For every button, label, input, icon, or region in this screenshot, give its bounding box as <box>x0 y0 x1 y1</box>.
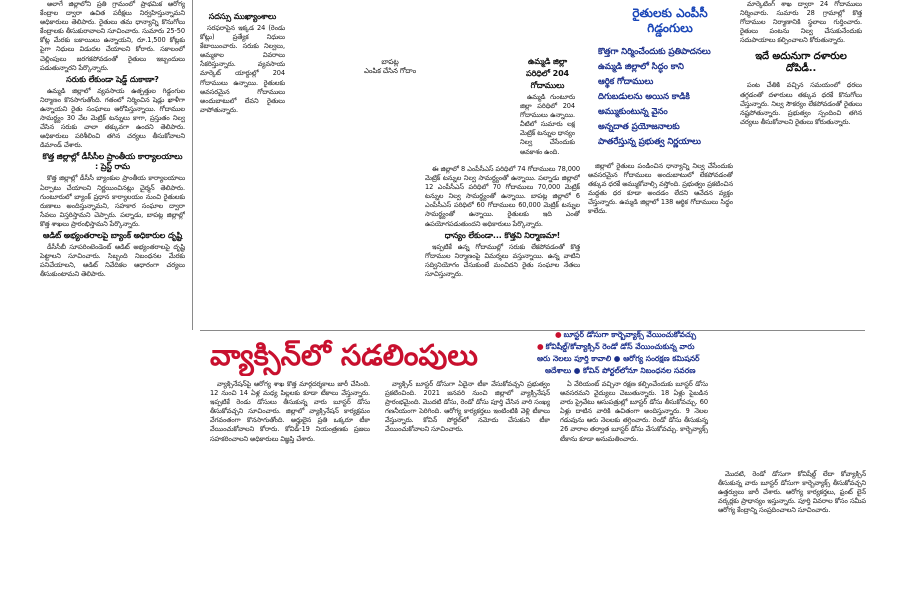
article-subheading: ఆడిట్ అభ్యంతరాలపై బ్యాంక్ అధికారుల దృష్ట… <box>42 230 183 240</box>
teaser-line: దిగుబడులను అయిన కాడికి <box>598 92 690 102</box>
article-text: ఇప్పటికే ఉన్న గోదాముల్లో సరుకు లేకపోవడంత… <box>425 242 580 278</box>
article-text: వ్యాక్సినేషన్‌పై ఆరోగ్య శాఖ కొత్త మార్గద… <box>210 380 370 443</box>
article-text: సరఫరాపైన ఇక్కడ 24 (రెండు కోట్లు) ప్రత్యే… <box>200 24 285 114</box>
article-text: ఉమ్మడి గుంటూరు జిల్లా పరిధిలో 204 గోదాము… <box>520 93 575 156</box>
box-title-line: ఉమ్మడి జిల్లా <box>527 57 568 66</box>
main-headline: వ్యాక్సిన్‌లో సడలింపులు <box>210 338 478 372</box>
article-text: పంట చేతికి వచ్చిన సమయంలో ధరలు తగ్గడంతో ద… <box>740 81 862 126</box>
article-text: డీసీసీబీ సూపరింటెండెంట్ ఆడిట్ అభ్యంతరాలప… <box>40 242 185 279</box>
article-middle-right: జిల్లాలో రైతులు పండించిన ధాన్యాన్ని నిల్… <box>588 162 733 312</box>
headline-line: రైతులకు ఎంపీసీ <box>632 6 708 20</box>
headline-bullet: ఆరు నెలలు పూర్తి కావాలి ● ఆరోగ్య సంరక్షణ… <box>537 354 700 363</box>
column-rule <box>192 0 193 330</box>
vaccine-article-column-4: మొదటి, రెండో డోసుగా కోవిషీల్డ్ లేదా కోవ్… <box>718 470 866 550</box>
article-text: కొత్త జిల్లాల్లో డీసీసీ బ్యాంకుల ప్రాంతీ… <box>40 174 185 228</box>
article-middle: ఈ జిల్లాలో 8 ఎంపీసీఎస్ పరిధిలో 74 గోదాము… <box>425 165 580 315</box>
vaccine-article-column-2: వ్యాక్సిన్ బూస్టర్ డోసుగా ఏదైనా టీకా వేస… <box>385 380 550 500</box>
box-title-line: గోదాములు <box>530 81 565 90</box>
headline-bullet: ●కోవిషీల్డ్/కోవ్యాక్సిన్ రెండో డోస్ వేయి… <box>537 342 695 351</box>
headline-bullet: ●బూస్టర్ డోసుగా కార్బెవ్యాక్స్ వేయించుకో… <box>555 330 697 339</box>
headline-bullet: ఆదేశాలు ● కోవిన్ పోర్టల్‌లోనూ నిబంధనల సవ… <box>545 366 696 375</box>
caption-line: బాపట్ల <box>381 58 399 66</box>
bullet-icon: ● <box>555 330 562 339</box>
article-text: వ్యాక్సిన్ బూస్టర్ డోసుగా ఏదైనా టీకా వేస… <box>385 380 550 434</box>
article-text: జిల్లాలో రైతులు పండించిన ధాన్యాన్ని నిల్… <box>588 162 733 216</box>
article-column-1: అలాగే జిల్లాలోని ప్రతి గ్రామంలో ప్రాథమిక… <box>40 0 185 485</box>
article-column-3: ఉమ్మడి జిల్లా పరిధిలో 204 గోదాములు ఉమ్మడ… <box>520 55 575 165</box>
article-subheading: ఇదే అదునుగా దళారుల దోపిడీ.. <box>755 51 847 75</box>
article-text: ఉమ్మడి జిల్లాలో వ్యవసాయ ఉత్పత్తుల గిడ్డం… <box>40 86 185 150</box>
article-column-right: మార్కెటింగ్ శాఖ ద్వారా 24 గోదాములు నిర్మ… <box>740 0 862 330</box>
teaser-line: కొత్తగా నిర్మించేందుకు ప్రతిపాదనలు <box>598 47 711 57</box>
section-divider <box>200 330 865 331</box>
teaser-line: ఆర్థిక గోదాములు <box>598 77 654 87</box>
caption-line: ఎంపిక చేసిన గోదాం <box>363 67 417 76</box>
teaser-line: ఉమ్మడి జిల్లాలో సిద్ధం కాని <box>598 62 684 72</box>
headline-line: గిడ్డంగులు <box>647 21 693 35</box>
article-subheading: ధాన్యం లేకుండా... కొత్తవి నిర్మాణమా! <box>444 230 561 240</box>
article-text: మొదటి, రెండో డోసుగా కోవిషీల్డ్ లేదా కోవ్… <box>718 470 866 515</box>
teaser-line: అన్నదాత ప్రయోజనాలకు <box>598 122 680 132</box>
article-subheading: కొత్త జిల్లాల్లో డీసీసీల ప్రాంతీయ కార్యా… <box>42 152 183 172</box>
article-subheading: సదస్సు ముఖ్యాంశాలు <box>208 12 277 21</box>
teaser-line: పాతరేస్తున్న ప్రభుత్వ నిర్ణయాలు <box>598 137 701 147</box>
vaccine-article-column-1: వ్యాక్సినేషన్‌పై ఆరోగ్య శాఖ కొత్త మార్గద… <box>210 380 370 500</box>
right-teaser: కొత్తగా నిర్మించేందుకు ప్రతిపాదనలు ఉమ్మడ… <box>598 45 738 155</box>
article-subheading: సరుకు లేకుండా షెడ్డ్ దుకాణా? <box>66 74 159 84</box>
article-text: అలాగే జిల్లాలోని ప్రతి గ్రామంలో ప్రాథమిక… <box>40 0 185 72</box>
article-text: ఈ జిల్లాలో 8 ఎంపీసీఎస్ పరిధిలో 74 గోదాము… <box>425 165 580 228</box>
article-text: ఏ వేరియంట్ వచ్చినా రక్షణ కల్పించేందుకు బ… <box>560 380 708 443</box>
box-title-line: పరిధిలో 204 <box>526 69 569 78</box>
article-column-2: సదస్సు ముఖ్యాంశాలు సరఫరాపైన ఇక్కడ 24 (రె… <box>200 10 285 185</box>
bullet-icon: ● <box>537 342 544 351</box>
vaccine-article-column-3: ఏ వేరియంట్ వచ్చినా రక్షణ కల్పించేందుకు బ… <box>560 380 708 550</box>
teaser-line: అమ్ముకుంటున్న వైనం <box>598 107 668 117</box>
photo-caption: బాపట్ల ఎంపిక చేసిన గోదాం <box>330 58 450 80</box>
right-headline: రైతులకు ఎంపీసీ గిడ్డంగులు <box>610 6 730 40</box>
article-text: మార్కెటింగ్ శాఖ ద్వారా 24 గోదాములు నిర్మ… <box>740 0 862 45</box>
